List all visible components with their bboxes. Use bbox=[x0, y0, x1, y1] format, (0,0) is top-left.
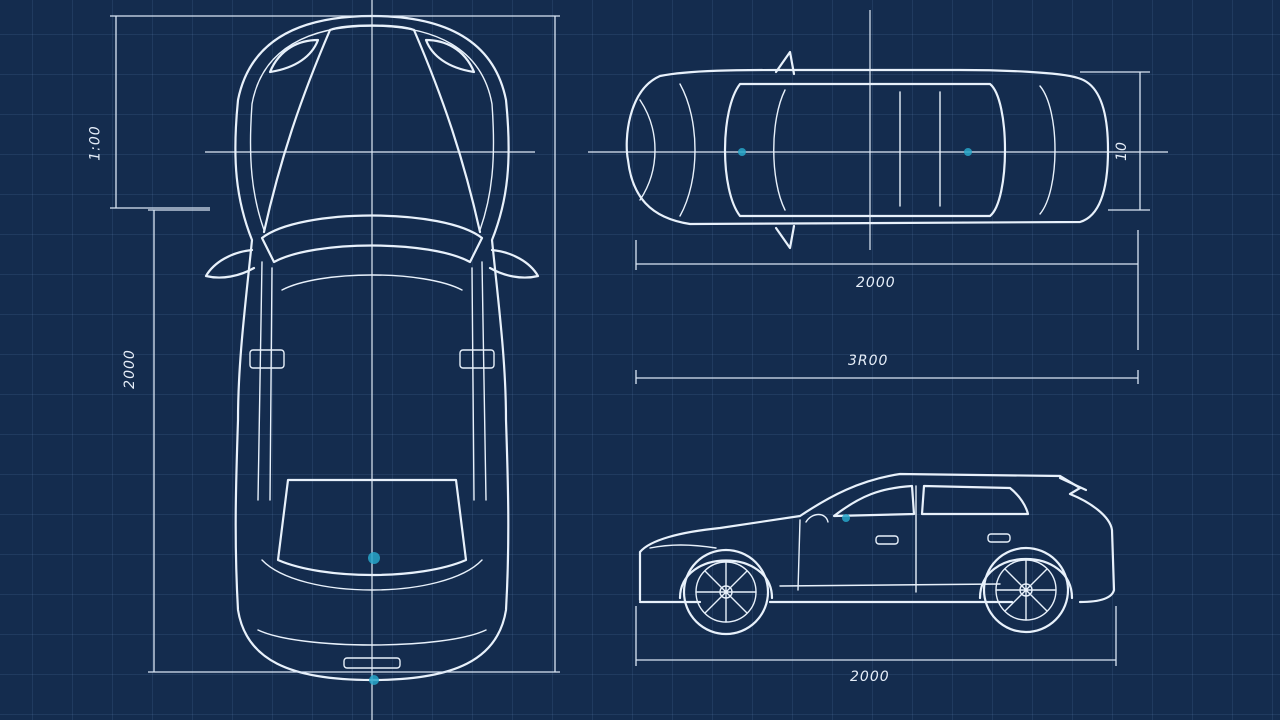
top-view-headlamp-left bbox=[268, 38, 320, 74]
dimension-label-top-length: 2000 bbox=[121, 349, 138, 389]
top-view-accent-dot-rear bbox=[369, 675, 379, 685]
top-view-dimensions bbox=[110, 15, 560, 673]
top-view-windshield bbox=[260, 214, 484, 264]
side-view-dimensions bbox=[635, 606, 1117, 666]
dimension-label-plan-height: 10 bbox=[1113, 141, 1130, 161]
top-view-headlamp-right bbox=[424, 38, 476, 74]
dimension-label-middle-length: 3R00 bbox=[848, 353, 889, 369]
plan-view-mirror-bottom bbox=[774, 224, 796, 250]
top-view-mirror-left bbox=[204, 248, 256, 279]
plan-view-cabin bbox=[723, 82, 1007, 218]
dimension-label-top-height: 1:00 bbox=[87, 125, 104, 161]
side-view-handle-rear bbox=[987, 533, 1011, 543]
top-view-handle-left bbox=[249, 349, 285, 369]
top-view-handle-right bbox=[459, 349, 495, 369]
side-view-accent bbox=[842, 514, 850, 522]
side-view-handle-front bbox=[875, 535, 899, 545]
top-view-trunk-line bbox=[261, 559, 483, 591]
side-view-front-wheel bbox=[682, 548, 770, 636]
top-view-left-pillar bbox=[257, 261, 273, 501]
side-view-windows bbox=[832, 484, 1030, 518]
plan-view-accent-front bbox=[738, 148, 746, 156]
side-view-headlamp bbox=[649, 544, 717, 549]
plan-view-body-outline bbox=[625, 68, 1110, 226]
dimension-label-plan-length: 2000 bbox=[856, 275, 896, 291]
side-view-sill bbox=[779, 583, 1001, 587]
car-side-view bbox=[638, 472, 1116, 636]
plan-view-mirror-top bbox=[774, 50, 796, 76]
side-view-spoiler bbox=[1058, 476, 1088, 492]
plan-view-cabin-pillars bbox=[773, 89, 941, 211]
top-view-accent-dot bbox=[368, 552, 380, 564]
plan-view-rear-window bbox=[1039, 85, 1056, 215]
top-view-right-pillar bbox=[471, 261, 487, 501]
top-view-body-inner bbox=[249, 25, 495, 231]
top-view-rear-bumper bbox=[257, 629, 487, 646]
side-view-body-outline bbox=[638, 472, 1116, 604]
side-view-wheel-arches bbox=[678, 557, 1074, 600]
side-view-mirror bbox=[805, 513, 829, 523]
top-view-rear-window bbox=[276, 478, 468, 577]
top-view-hood bbox=[262, 24, 482, 234]
top-view-roof-front bbox=[281, 274, 463, 291]
plan-view-dimensions bbox=[635, 71, 1150, 384]
side-view-rear-wheel bbox=[982, 546, 1070, 634]
car-top-view bbox=[204, 0, 540, 720]
car-plan-view-right bbox=[588, 10, 1168, 250]
top-view-plate bbox=[343, 657, 401, 669]
top-view-mirror-right bbox=[488, 248, 540, 279]
plan-view-accent-rear bbox=[964, 148, 972, 156]
plan-view-hood bbox=[639, 83, 696, 217]
dimension-label-side-length: 2000 bbox=[850, 669, 890, 685]
side-view-door-lines bbox=[797, 485, 917, 593]
